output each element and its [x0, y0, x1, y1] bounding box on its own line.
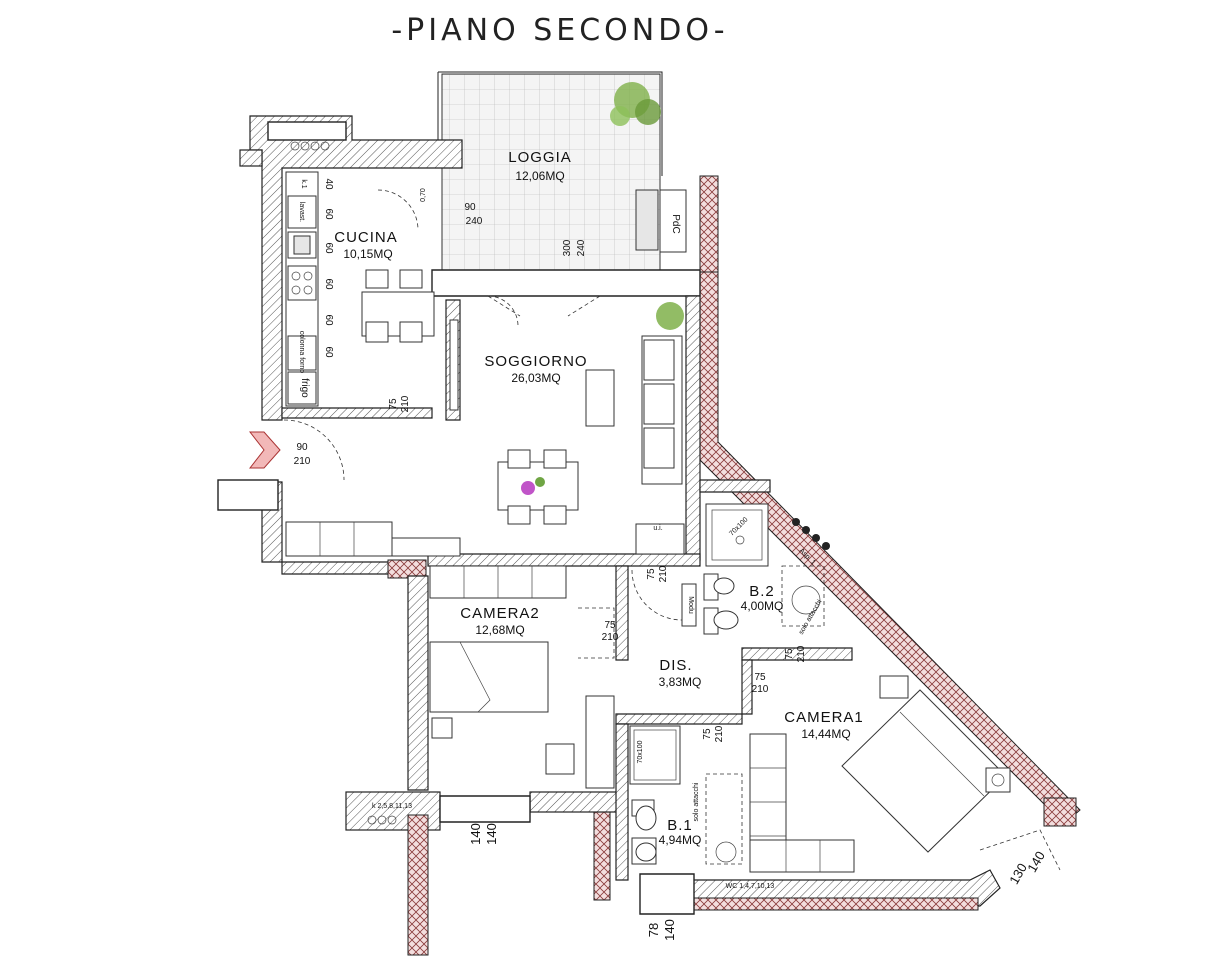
room-name-cucina: CUCINA	[334, 229, 398, 246]
forno-label: colonna forno	[298, 331, 305, 374]
b2-solo-attacchi: solo attacchi	[798, 598, 824, 636]
lavast-label: lavast.	[298, 202, 305, 222]
soggiorno-door-width: 75	[646, 568, 657, 580]
room-name-camera2: CAMERA2	[460, 605, 540, 622]
kitchen-pass: 0,70	[420, 188, 427, 202]
plant-icon	[656, 302, 684, 330]
b2: 70x100 Asp. 1 solo attacchi B.2 4,00MQ 7…	[703, 503, 830, 662]
k-note: k 2,5,8,11,13	[372, 803, 412, 810]
dis: Modu 75 210 DIS. 3,83MQ 75 210 75 210	[631, 565, 769, 742]
entrance-door-height: 210	[294, 456, 311, 467]
room-name-loggia: LOGGIA	[508, 149, 572, 166]
ui-label: u.i.	[653, 525, 662, 532]
room-area-dis: 3,83MQ	[659, 675, 702, 689]
camera1-door-height: 210	[752, 684, 769, 695]
camera2-window-b: 140	[484, 823, 499, 845]
kitchen-module-5: 60	[323, 314, 334, 326]
room-area-camera2: 12,68MQ	[475, 623, 524, 637]
b1-window-a: 78	[646, 923, 661, 937]
pdc-label: PdC	[670, 214, 681, 233]
cucina: k.1 lavast. colonna forno frigo 40 60 60…	[285, 141, 435, 412]
b1-solo-attacchi: solo attacchi	[693, 782, 700, 821]
room-name-b2: B.2	[749, 583, 775, 600]
camera1-door-width: 75	[754, 672, 766, 683]
kitchen-module-6: 60	[323, 346, 334, 358]
room-area-loggia: 12,06MQ	[515, 169, 564, 183]
kitchen-module-1: 40	[323, 178, 334, 190]
kitchen-module-2: 60	[323, 208, 334, 220]
room-name-b1: B.1	[667, 817, 693, 834]
camera2-door-height: 210	[602, 632, 619, 643]
camera2-window-a: 140	[468, 823, 483, 845]
modu-label: Modu	[687, 596, 694, 614]
kitchen-table	[361, 269, 435, 343]
room-name-soggiorno: SOGGIORNO	[484, 353, 587, 370]
wc-note: WC 1,4,7,10,13	[726, 883, 775, 890]
kitchen-module-3: 60	[323, 242, 334, 254]
exterior-walls	[217, 115, 1081, 956]
room-area-camera1: 14,44MQ	[801, 727, 850, 741]
kitchen-door-height: 210	[400, 395, 411, 412]
room-area-b2: 4,00MQ	[741, 599, 784, 613]
b1: 70x100 solo attacchi B.1 4,94MQ 78 140	[629, 725, 743, 941]
frigo-label: frigo	[299, 378, 310, 398]
kitchen-window-height: 240	[466, 216, 483, 227]
loggia-door-height: 240	[576, 239, 587, 256]
room-area-cucina: 10,15MQ	[343, 247, 392, 261]
room-area-b1: 4,94MQ	[659, 833, 702, 847]
kitchen-door-width: 75	[388, 398, 399, 410]
soggiorno: u.i. SOGGIORNO 26,03MQ	[285, 295, 685, 557]
room-area-soggiorno: 26,03MQ	[511, 371, 560, 385]
room-name-camera1: CAMERA1	[784, 709, 864, 726]
b1-window-b: 140	[662, 919, 677, 941]
b2-door-height: 210	[796, 645, 807, 662]
room-name-dis: DIS.	[659, 657, 692, 674]
kitchen-module-4: 60	[323, 278, 334, 290]
kitchen-window-width: 90	[464, 202, 476, 213]
plant-icon	[610, 82, 661, 126]
b2-vent	[792, 518, 830, 550]
entrance-arrow-icon	[248, 431, 281, 469]
soggiorno-door-height: 210	[658, 565, 669, 582]
b2-door-width: 75	[784, 648, 795, 660]
entrance-door-width: 90	[296, 442, 308, 453]
loggia-door-width: 300	[562, 239, 573, 256]
plan-title: -PIANO SECONDO-	[391, 13, 728, 48]
loggia: PdC LOGGIA 12,06MQ 300 240 90 240	[423, 71, 719, 273]
camera1: CAMERA1 14,44MQ 140 130 WC 1,4,7,10,13	[726, 675, 1061, 890]
camera2: 75 210 CAMERA2 12,68MQ k 2,5,8,11,13 140…	[367, 565, 619, 845]
bed	[429, 641, 549, 713]
b1-door-width: 75	[702, 728, 713, 740]
b1-door-height: 210	[714, 725, 725, 742]
dining-table	[497, 449, 579, 525]
k1-label: k.1	[300, 179, 307, 188]
camera2-door-width: 75	[604, 620, 616, 631]
b1-shower-label: 70x100	[637, 740, 644, 763]
entrance: 90 210	[248, 419, 345, 481]
